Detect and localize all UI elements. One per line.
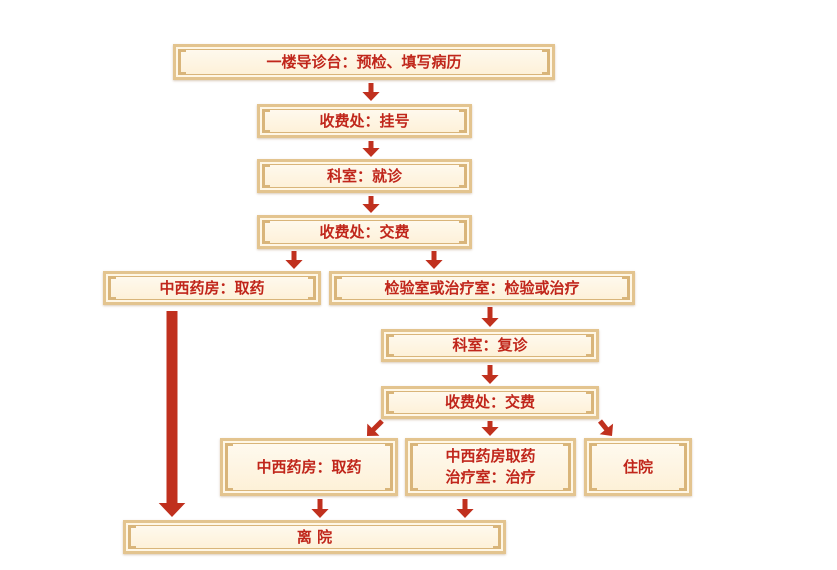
arrow-consult-to-pay: [362, 196, 380, 213]
node-pharmacy-treatment-label: 中西药房取药 治疗室：治疗: [445, 447, 536, 486]
node-pharmacy-2: 中西药房：取药: [220, 438, 398, 496]
node-reception-label: 一楼导诊台：预检、填写病历: [266, 52, 462, 71]
arrow-pharmacy-1-to-leave: [158, 311, 186, 517]
node-leave-label: 离 院: [296, 527, 333, 546]
node-revisit-label: 科室：复诊: [452, 336, 528, 354]
node-pay-2: 收费处：交费: [381, 386, 599, 419]
node-pharmacy-1-label: 中西药房：取药: [159, 278, 265, 297]
node-consult-label: 科室：就诊: [326, 166, 402, 185]
node-register-label: 收费处：挂号: [319, 111, 410, 130]
node-pay-2-label: 收费处：交费: [444, 393, 535, 411]
node-pay-1: 收费处：交费: [257, 215, 472, 249]
node-pharmacy-2-label: 中西药房：取药: [256, 457, 362, 476]
arrow-pay-to-combo: [481, 421, 499, 436]
arrow-combo-to-leave: [456, 499, 474, 518]
arrow-pay-to-inpatient: [598, 419, 614, 436]
node-inpatient-label: 住院: [622, 457, 653, 476]
node-leave: 离 院: [123, 520, 506, 554]
node-inpatient: 住院: [584, 438, 692, 496]
node-lab-label: 检验室或治疗室：检验或治疗: [384, 278, 580, 297]
node-register: 收费处：挂号: [257, 104, 472, 138]
arrow-lab-to-revisit: [481, 307, 499, 327]
arrow-register-to-consult: [362, 141, 380, 157]
arrow-layer: [158, 83, 614, 518]
node-pharmacy-1: 中西药房：取药: [103, 271, 321, 305]
arrow-reception-to-register: [362, 83, 380, 101]
arrow-pay-to-lab: [425, 251, 443, 269]
node-reception: 一楼导诊台：预检、填写病历: [173, 44, 555, 80]
arrow-revisit-to-pay: [481, 365, 499, 384]
node-lab: 检验室或治疗室：检验或治疗: [329, 271, 635, 305]
arrow-pay-to-pharmacy-2: [367, 419, 384, 436]
arrow-pharmacy-2-to-leave: [311, 499, 329, 518]
node-revisit: 科室：复诊: [381, 329, 599, 362]
node-pay-1-label: 收费处：交费: [319, 222, 410, 241]
node-consult: 科室：就诊: [257, 159, 472, 193]
arrow-pay-to-pharmacy: [285, 251, 303, 269]
node-pharmacy-treatment: 中西药房取药 治疗室：治疗: [405, 438, 576, 496]
